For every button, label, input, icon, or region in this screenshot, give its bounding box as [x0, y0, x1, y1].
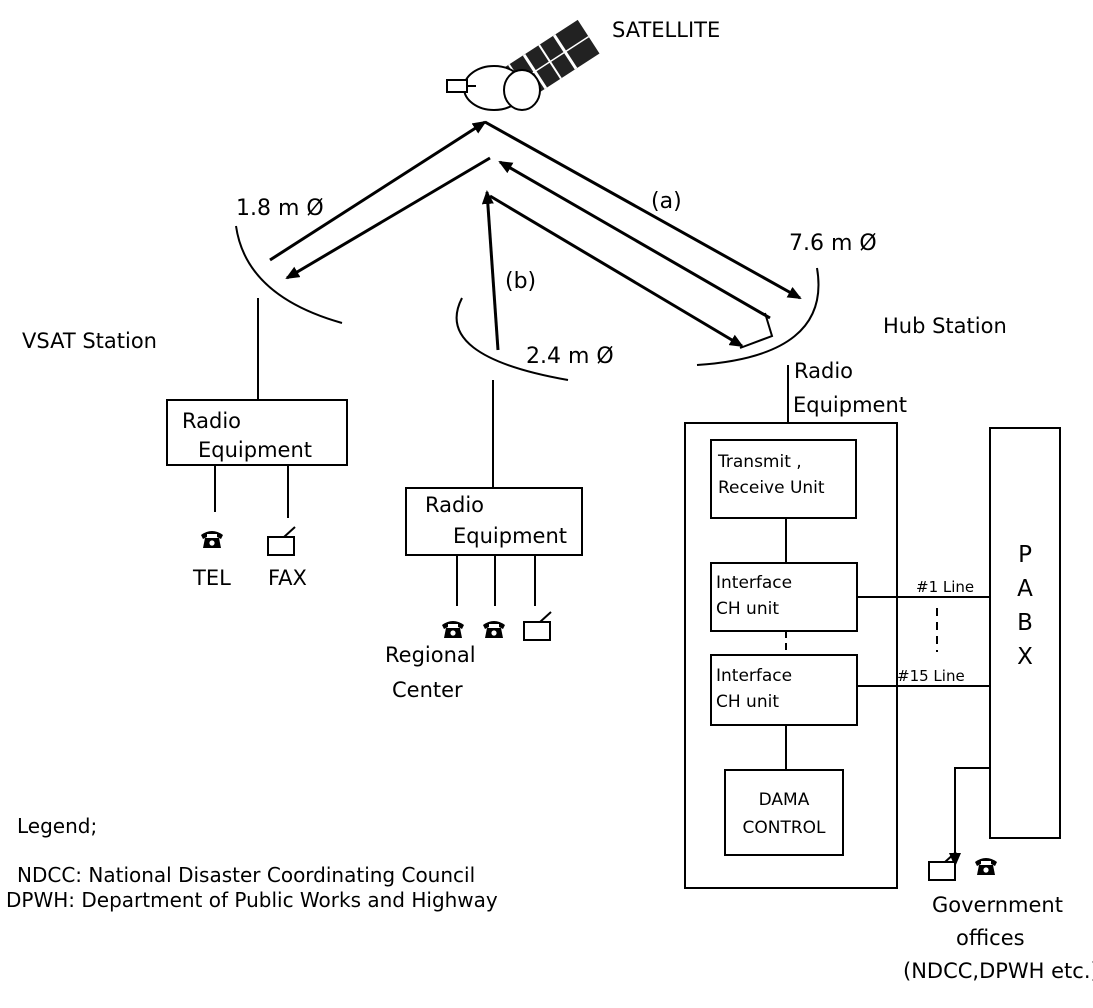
legend-ndcc: NDCC: National Disaster Coordinating Cou… [17, 863, 475, 887]
government-line2: offices [956, 926, 1025, 950]
pabx-letter-b: B [1017, 610, 1033, 636]
hub-station-label: Hub Station [883, 314, 1007, 338]
regional-telephone-icon-1 [442, 621, 464, 638]
line-1-label: #1 Line [916, 578, 974, 596]
government-fax-icon [929, 852, 956, 880]
regional-telephone-icon-2 [483, 621, 505, 638]
hub-radio-line2: Equipment [793, 393, 907, 417]
interface-ch-unit-2-box: Interface CH unit [711, 655, 857, 725]
vsat-radio-line1: Radio [182, 409, 241, 433]
vsat-radio-equipment-box: Radio Equipment [167, 400, 347, 465]
regional-radio-line1: Radio [425, 493, 484, 517]
vsat-antenna-size: 1.8 m Ø [236, 196, 324, 221]
interface2-line2: CH unit [716, 692, 779, 712]
uplink-hub-arrow [500, 162, 770, 318]
regional-radio-equipment-box: Radio Equipment [406, 488, 582, 555]
regional-antenna-size: 2.4 m Ø [526, 344, 614, 369]
vsat-antenna-dish [236, 226, 342, 323]
pabx-box: P A B X [990, 428, 1060, 838]
transmit-receive-unit-box: Transmit , Receive Unit [711, 440, 856, 518]
regional-radio-line2: Equipment [453, 524, 567, 548]
hub-antenna-size: 7.6 m Ø [789, 231, 877, 256]
legend: Legend; NDCC: National Disaster Coordina… [6, 814, 498, 912]
pabx-to-government-arrow [955, 768, 990, 865]
interface2-line1: Interface [716, 666, 792, 686]
hub-antenna-dish [697, 268, 819, 365]
fax-label: FAX [268, 566, 307, 590]
interface-ch-unit-1-box: Interface CH unit [711, 563, 857, 631]
government-line1: Government [932, 893, 1063, 917]
vsat-fax-icon [268, 527, 295, 555]
transmit-line1: Transmit , [717, 452, 802, 472]
link-b-label: (b) [505, 269, 536, 294]
vsat-telephone-icon [201, 531, 223, 548]
link-a-label: (a) [651, 189, 682, 214]
uplink-vsat-arrow [270, 122, 485, 260]
legend-title: Legend; [17, 814, 97, 838]
transmit-line2: Receive Unit [718, 478, 825, 498]
vsat-radio-line2: Equipment [198, 438, 312, 462]
uplink-regional-arrow-b [487, 192, 498, 350]
regional-fax-icon [524, 612, 551, 640]
dama-line1: DAMA [759, 790, 810, 810]
pabx-letter-a: A [1017, 576, 1033, 602]
pabx-letter-x: X [1017, 644, 1033, 670]
interface1-line2: CH unit [716, 599, 779, 619]
dama-line2: CONTROL [742, 818, 826, 838]
tel-label: TEL [192, 566, 231, 590]
pabx-letter-p: P [1018, 542, 1032, 568]
hub-radio-line1: Radio [794, 359, 853, 383]
satellite-label: SATELLITE [612, 18, 720, 42]
regional-center-line2: Center [392, 678, 463, 702]
government-telephone-icon [975, 858, 997, 875]
regional-center-line1: Regional [385, 643, 476, 667]
legend-dpwh: DPWH: Department of Public Works and Hig… [6, 888, 498, 912]
line-15-label: #15 Line [897, 667, 965, 685]
government-line3: (NDCC,DPWH etc.) [903, 959, 1093, 983]
satellite-icon [447, 20, 600, 110]
vsat-station-label: VSAT Station [22, 329, 157, 353]
interface1-line1: Interface [716, 573, 792, 593]
dama-control-box: DAMA CONTROL [725, 770, 843, 855]
